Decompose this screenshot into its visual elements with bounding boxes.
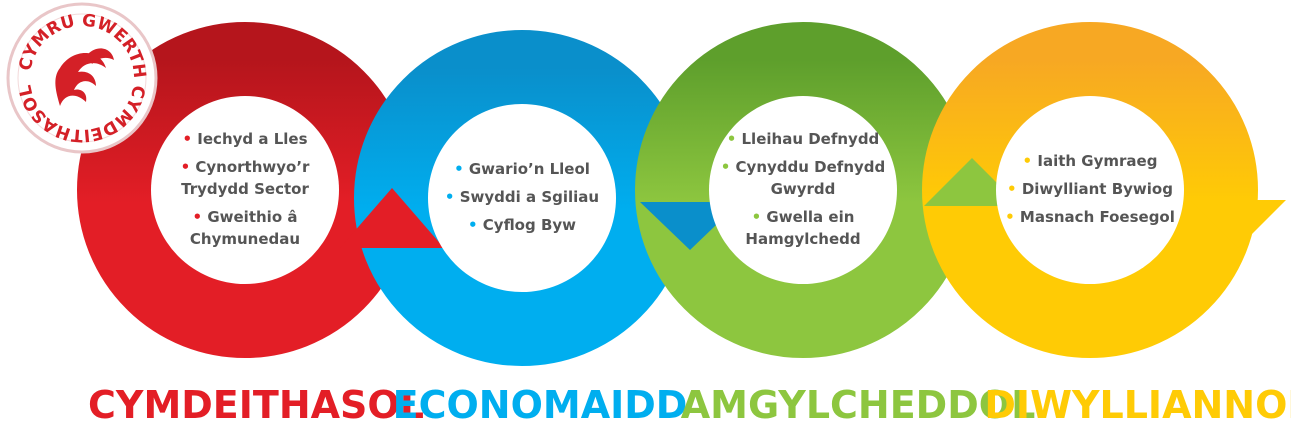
bullet-icon: • xyxy=(193,208,208,226)
centre-cultural xyxy=(996,96,1184,284)
logo-badge: CYMRU GWERTH CYMDEITHASOL xyxy=(6,2,158,154)
bullet-icon: • xyxy=(181,158,196,176)
centre-economic xyxy=(428,104,616,292)
stage-title-social: CYMDEITHASOL xyxy=(88,383,424,427)
stage-title-environmental: AMGYLCHEDDOL xyxy=(681,383,1036,427)
stage-item: Hamgylchedd xyxy=(745,230,860,248)
flow-arrow-1 xyxy=(340,188,444,248)
bullet-icon: • xyxy=(1005,208,1020,226)
stage-item: • Masnach Foesegol xyxy=(1005,208,1175,226)
bullet-icon: • xyxy=(752,208,767,226)
stage-item: • Gweithio â xyxy=(193,208,298,226)
stage-item: • Iechyd a Lles xyxy=(182,130,307,148)
stage-item: • Cyflog Byw xyxy=(468,216,576,234)
stage-title-cultural: DIWYLLIANNOL xyxy=(984,383,1291,427)
bullet-icon: • xyxy=(445,188,460,206)
centre-environmental xyxy=(709,96,897,284)
stage-item: • Gwella ein xyxy=(752,208,855,226)
centre-social xyxy=(151,96,339,284)
stage-item: • Gwario’n Lleol xyxy=(454,160,590,178)
stage-item: Gwyrdd xyxy=(771,180,836,198)
stage-titles: CYMDEITHASOLECONOMAIDDAMGYLCHEDDOLDIWYLL… xyxy=(88,383,1291,427)
stage-item: • Cynorthwyo’r xyxy=(181,158,310,176)
stage-item: Chymunedau xyxy=(190,230,300,248)
bullet-icon: • xyxy=(721,158,736,176)
bullet-icon: • xyxy=(182,130,197,148)
bullet-icon: • xyxy=(727,130,742,148)
stage-arrows xyxy=(340,158,1286,250)
stage-item: • Lleihau Defnydd xyxy=(727,130,880,148)
stage-item: Trydydd Sector xyxy=(181,180,309,198)
bullet-icon: • xyxy=(1023,152,1038,170)
bullet-icon: • xyxy=(454,160,469,178)
stage-item: • Iaith Gymraeg xyxy=(1023,152,1158,170)
flow-arrow-3 xyxy=(924,158,1020,206)
stage-item: • Diwylliant Bywiog xyxy=(1007,180,1173,198)
flow-arrow-4 xyxy=(1190,200,1286,248)
stage-item: • Swyddi a Sgiliau xyxy=(445,188,599,206)
bullet-icon: • xyxy=(1007,180,1022,198)
dragon-icon xyxy=(55,48,114,106)
stage-item: • Cynyddu Defnydd xyxy=(721,158,886,176)
bullet-icon: • xyxy=(468,216,483,234)
stage-title-economic: ECONOMAIDD xyxy=(393,383,688,427)
